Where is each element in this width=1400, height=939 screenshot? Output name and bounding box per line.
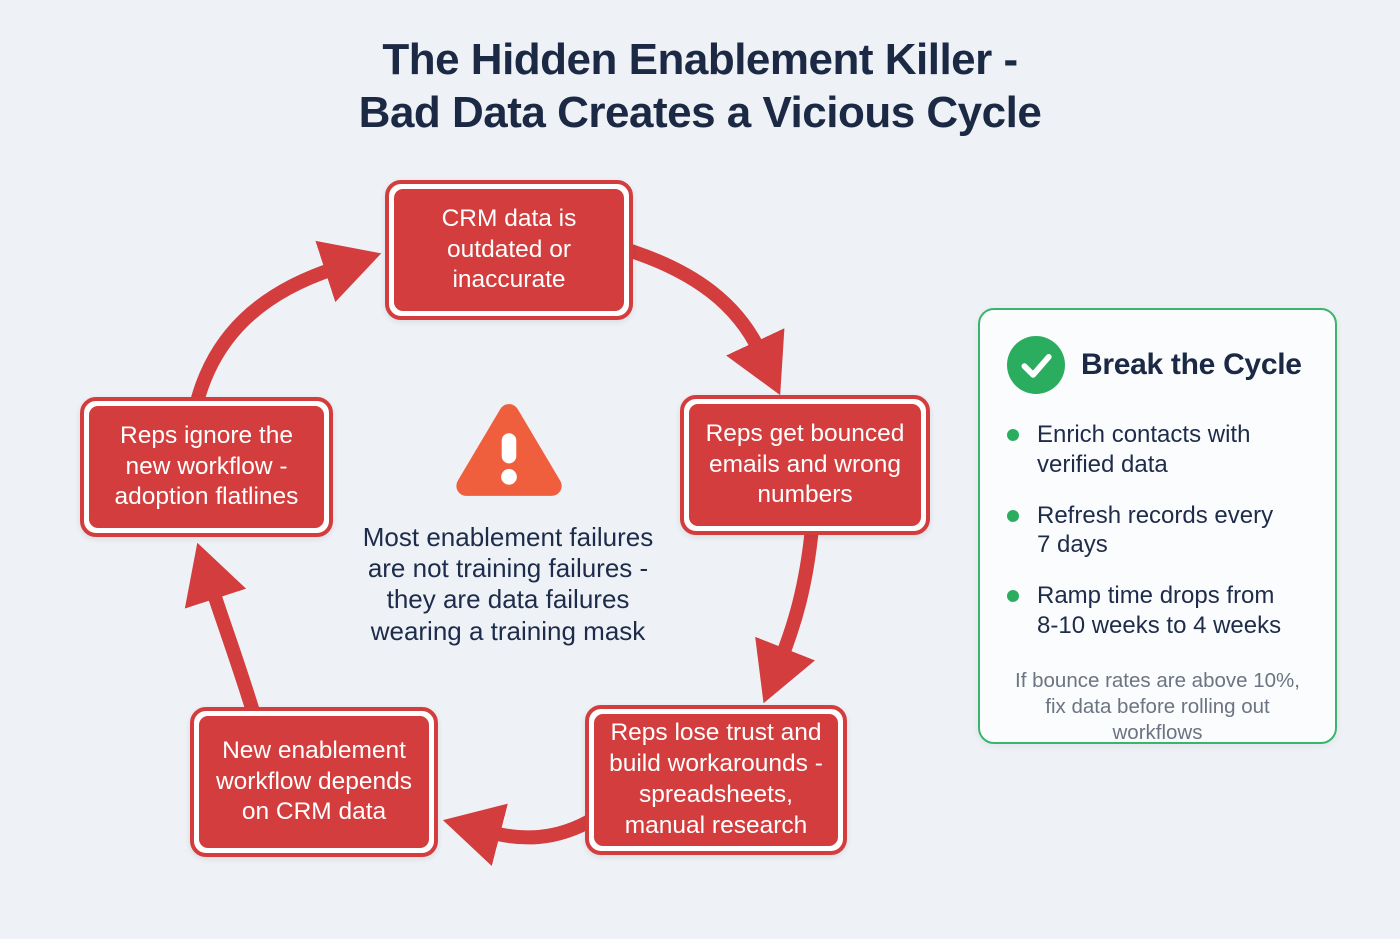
page-title-line1: The Hidden Enablement Killer - <box>382 35 1018 84</box>
bullet-dot-icon <box>1007 590 1019 602</box>
bullet-item: Ramp time drops from 8-10 weeks to 4 wee… <box>1007 581 1308 641</box>
bullet-dot-icon <box>1007 429 1019 441</box>
warning-triangle-icon <box>453 396 565 504</box>
cycle-arrow-bottom-right-to-bottom-left <box>442 803 599 866</box>
bullet-item: Enrich contacts with verified data <box>1007 420 1308 480</box>
cycle-box-label: New enablement workflow depends on CRM d… <box>199 716 429 848</box>
cycle-box-label: Reps lose trust and build workarounds - … <box>594 714 838 846</box>
cycle-arrow-left-to-top <box>188 240 382 412</box>
check-circle-icon <box>1007 336 1065 394</box>
bullet-label: Refresh records every 7 days <box>1037 501 1274 559</box>
cycle-arrow-bottom-left-to-left <box>184 542 262 721</box>
cycle-box-new-workflow: New enablement workflow depends on CRM d… <box>190 707 438 857</box>
bullet-label: Ramp time drops from 8-10 weeks to 4 wee… <box>1037 582 1282 639</box>
cycle-box-label: Reps get bounced emails and wrong number… <box>689 404 921 526</box>
bullet-item: Refresh records every 7 days <box>1007 501 1308 561</box>
cycle-box-label: Reps ignore the new workflow - adoption … <box>89 406 324 528</box>
cycle-box-bounced-emails: Reps get bounced emails and wrong number… <box>680 395 930 535</box>
page-title-line2: Bad Data Creates a Vicious Cycle <box>358 87 1042 137</box>
panel-title: Break the Cycle <box>1081 348 1302 381</box>
bullet-dot-icon <box>1007 509 1019 522</box>
cycle-box-crm-data: CRM data is outdated or inaccurate <box>385 180 633 320</box>
page-title: The Hidden Enablement Killer - Bad Data … <box>0 34 1400 140</box>
panel-footnote: If bounce rates are above 10%, fix data … <box>1015 668 1300 744</box>
cycle-box-lose-trust: Reps lose trust and build workarounds - … <box>585 705 847 855</box>
bullet-label: Enrich contacts with verified data <box>1037 421 1251 478</box>
panel-bullet-list: Enrich contacts with verified data Refre… <box>1007 420 1308 641</box>
cycle-box-label: CRM data is outdated or inaccurate <box>394 189 624 311</box>
cycle-box-reps-ignore: Reps ignore the new workflow - adoption … <box>80 397 333 537</box>
panel-header: Break the Cycle <box>1007 336 1308 394</box>
break-the-cycle-panel: Break the Cycle Enrich contacts with ver… <box>978 308 1337 744</box>
cycle-arrow-right-to-bottom-right <box>755 527 819 704</box>
center-note: Most enablement failures are not trainin… <box>362 522 654 646</box>
cycle-arrow-top-to-right <box>625 243 785 396</box>
